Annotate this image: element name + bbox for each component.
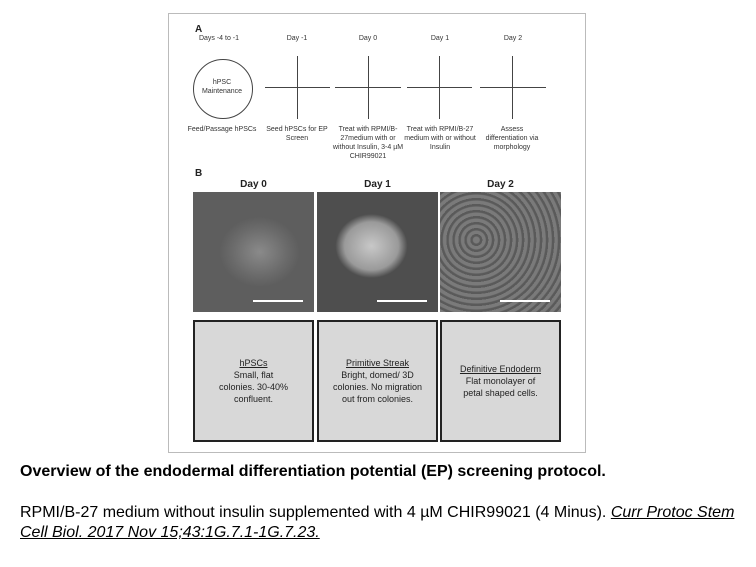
- maintenance-circle: [193, 59, 253, 119]
- image-title: Day 1: [364, 179, 391, 190]
- box-heading: Definitive Endoderm: [459, 364, 542, 374]
- panel-a-label: A: [195, 24, 203, 35]
- micrograph-day-2: [440, 192, 561, 312]
- figure: A Days -4 to -1 hPSC Maintenance Feed/Pa…: [168, 13, 586, 453]
- col-day: Day 1: [430, 35, 450, 42]
- box-text: Bright, domed/ 3D colonies. No migration…: [332, 370, 423, 404]
- box-text: Small, flat colonies. 30-40% confluent.: [218, 370, 289, 404]
- image-title: Day 0: [240, 179, 267, 190]
- col-day: Day 2: [503, 35, 523, 42]
- circle-label: hPSC Maintenance: [201, 79, 243, 95]
- col-desc: Seed hPSCs for EP Screen: [266, 126, 328, 142]
- col-day: Day 0: [358, 35, 378, 42]
- citation-link[interactable]: Curr Protoc Stem Cell Biol. 2017 Nov 15;…: [20, 504, 735, 541]
- col-desc: Feed/Passage hPSCs: [187, 126, 257, 133]
- micrograph-day-1: [317, 192, 438, 312]
- col-desc: Treat with RPMI/B-27 medium with or with…: [404, 126, 476, 151]
- box-text: Flat monolayer of petal shaped cells.: [463, 376, 538, 398]
- panel-b-label: B: [195, 168, 203, 179]
- col-day: Days -4 to -1: [198, 35, 240, 42]
- caption-title: Overview of the endodermal differentiati…: [20, 463, 606, 480]
- col-desc: Assess differentiation via morphology: [485, 126, 539, 151]
- caption-body: RPMI/B-27 medium without insulin supplem…: [20, 503, 750, 543]
- box-heading: Primitive Streak: [345, 358, 409, 368]
- image-title: Day 2: [487, 179, 514, 190]
- micrograph-day-0: [193, 192, 314, 312]
- box-heading: hPSCs: [239, 358, 268, 368]
- caption-text: RPMI/B-27 medium without insulin supplem…: [20, 504, 607, 521]
- col-desc: Treat with RPMI/B-27medium with or witho…: [332, 126, 404, 160]
- col-day: Day -1: [286, 35, 308, 42]
